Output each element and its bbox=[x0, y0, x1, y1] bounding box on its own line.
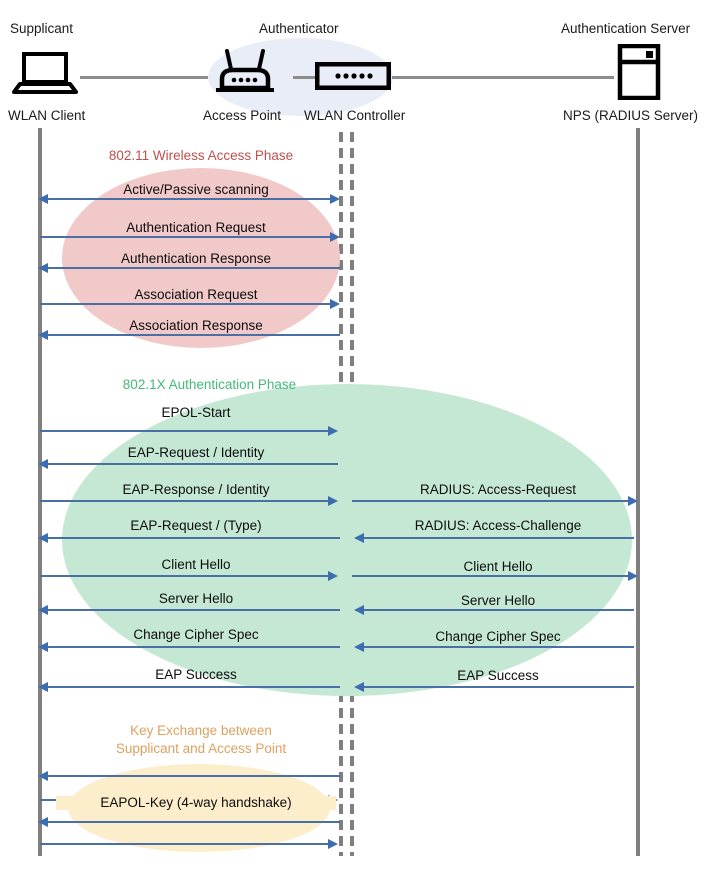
message-label-assoc-request: Association Request bbox=[134, 287, 258, 302]
message-arrowhead-change-cipher-spec-left bbox=[38, 642, 48, 652]
laptop-icon bbox=[12, 52, 78, 94]
phase-caption-key-exchange: Key Exchange between Supplicant and Acce… bbox=[115, 723, 287, 757]
message-line-eapol-key-3 bbox=[46, 821, 340, 823]
message-label-client-hello-right: Client Hello bbox=[463, 559, 533, 574]
message-line-change-cipher-spec-right bbox=[362, 646, 634, 648]
actor-role-authentication-server: Authentication Server bbox=[561, 21, 691, 36]
link-ap-to-controller bbox=[293, 76, 315, 79]
link-controller-to-server bbox=[392, 76, 614, 79]
actor-device-wlan-client: WLAN Client bbox=[8, 108, 86, 123]
message-arrowhead-scanning-left bbox=[38, 194, 48, 204]
message-label-eap-request-type: EAP-Request / (Type) bbox=[130, 518, 262, 533]
message-arrowhead-eapol-key-1 bbox=[38, 771, 48, 781]
message-line-server-hello-left bbox=[46, 609, 340, 611]
message-line-eapol-key-4 bbox=[40, 843, 330, 845]
message-arrowhead-radius-access-challenge bbox=[354, 533, 364, 543]
message-arrowhead-client-hello-right bbox=[628, 571, 638, 581]
message-arrowhead-auth-request bbox=[330, 232, 340, 242]
server-rack-icon bbox=[617, 43, 661, 101]
phase-caption-8021x: 802.1X Authentication Phase bbox=[122, 377, 297, 392]
message-line-eap-request-type bbox=[46, 537, 340, 539]
message-arrowhead-auth-response bbox=[38, 263, 48, 273]
message-label-auth-response: Authentication Response bbox=[120, 251, 272, 266]
message-arrowhead-client-hello-left bbox=[328, 571, 338, 581]
actor-device-wlan-controller: WLAN Controller bbox=[304, 108, 406, 123]
message-label-change-cipher-spec-right: Change Cipher Spec bbox=[435, 629, 561, 644]
message-line-client-hello-left bbox=[40, 575, 330, 577]
phase-caption-80211: 802.11 Wireless Access Phase bbox=[108, 148, 294, 163]
message-arrowhead-server-hello-left bbox=[38, 605, 48, 615]
lifeline-supplicant bbox=[38, 128, 42, 856]
message-arrowhead-eap-success-right bbox=[354, 682, 364, 692]
message-arrowhead-change-cipher-spec-right bbox=[354, 642, 364, 652]
message-line-eapol-key-1 bbox=[46, 775, 340, 777]
message-line-radius-access-request bbox=[352, 500, 630, 502]
message-arrowhead-eap-success-left bbox=[38, 682, 48, 692]
message-line-eap-success-left bbox=[46, 686, 340, 688]
message-line-scanning bbox=[46, 198, 338, 200]
actor-role-authenticator: Authenticator bbox=[259, 21, 339, 36]
actor-role-supplicant: Supplicant bbox=[10, 21, 74, 36]
message-line-eap-response-identity bbox=[40, 500, 330, 502]
message-arrowhead-eapol-key-4 bbox=[328, 839, 338, 849]
phase-blob-8021x bbox=[62, 384, 632, 696]
message-arrowhead-eap-request-identity bbox=[38, 459, 48, 469]
message-label-assoc-response: Association Response bbox=[129, 318, 263, 333]
message-label-client-hello-left: Client Hello bbox=[161, 557, 231, 572]
message-line-eap-success-right bbox=[362, 686, 634, 688]
message-label-auth-request: Authentication Request bbox=[126, 220, 266, 235]
message-line-server-hello-right bbox=[362, 609, 634, 611]
message-line-auth-response bbox=[46, 267, 340, 269]
message-arrowhead-eap-response-identity bbox=[328, 496, 338, 506]
link-client-to-ap bbox=[80, 76, 208, 79]
message-arrowhead-assoc-request bbox=[330, 299, 340, 309]
actor-device-access-point: Access Point bbox=[203, 108, 282, 123]
message-line-change-cipher-spec-left bbox=[46, 646, 340, 648]
message-label-server-hello-left: Server Hello bbox=[158, 591, 234, 606]
message-arrowhead-radius-access-request bbox=[628, 496, 638, 506]
message-line-eap-request-identity bbox=[46, 463, 338, 465]
message-arrowhead-eapol-key-3 bbox=[38, 817, 48, 827]
message-line-auth-request bbox=[40, 236, 338, 238]
message-label-scanning: Active/Passive scanning bbox=[123, 182, 269, 197]
message-label-server-hello-right: Server Hello bbox=[460, 593, 536, 608]
message-label-radius-access-challenge: RADIUS: Access-Challenge bbox=[414, 518, 582, 533]
message-line-client-hello-right bbox=[352, 575, 630, 577]
message-line-assoc-response bbox=[46, 334, 340, 336]
actor-device-nps-radius-server: NPS (RADIUS Server) bbox=[563, 108, 699, 123]
message-label-eap-success-right: EAP Success bbox=[457, 668, 539, 683]
message-label-radius-access-request: RADIUS: Access-Request bbox=[419, 482, 577, 497]
message-arrowhead-assoc-response bbox=[38, 330, 48, 340]
message-line-assoc-request bbox=[40, 303, 338, 305]
message-label-eap-request-identity: EAP-Request / Identity bbox=[127, 445, 265, 460]
wireless-router-icon bbox=[214, 49, 276, 94]
message-label-eap-success-left: EAP Success bbox=[155, 667, 237, 682]
message-label-eap-response-identity: EAP-Response / Identity bbox=[122, 482, 270, 497]
message-line-epol-start bbox=[40, 430, 330, 432]
message-arrowhead-epol-start bbox=[328, 426, 338, 436]
network-switch-icon bbox=[314, 61, 392, 91]
message-arrowhead-server-hello-right bbox=[354, 605, 364, 615]
message-label-eapol-key-handshake: EAPOL-Key (4-way handshake) bbox=[56, 796, 336, 810]
message-arrowhead-scanning-right bbox=[330, 194, 340, 204]
message-label-epol-start: EPOL-Start bbox=[161, 405, 231, 420]
message-label-change-cipher-spec-left: Change Cipher Spec bbox=[133, 627, 259, 642]
message-arrowhead-eap-request-type bbox=[38, 533, 48, 543]
lifeline-auth-server bbox=[636, 128, 640, 856]
message-line-radius-access-challenge bbox=[362, 537, 634, 539]
